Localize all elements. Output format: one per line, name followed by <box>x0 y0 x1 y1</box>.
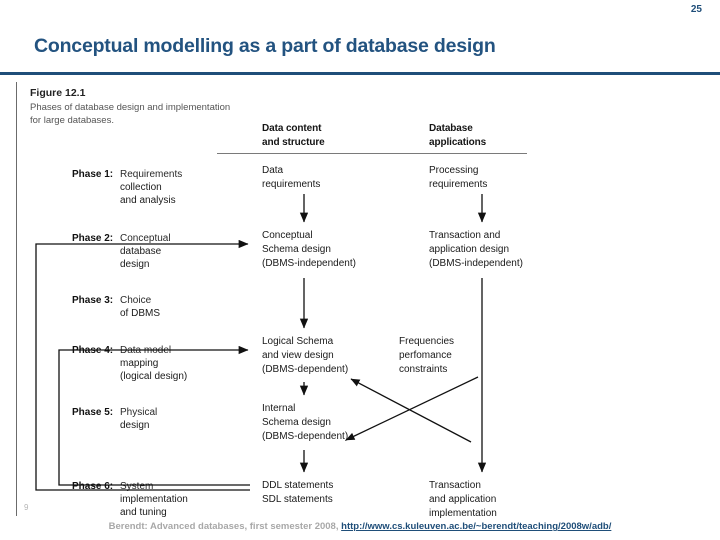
node-frequencies-performance-constraints-line-2: perfomance <box>399 350 452 362</box>
node-frequencies-performance-constraints-line-3: constraints <box>399 364 448 376</box>
phase-item-4: Phase 4: Data model mapping (logical desi… <box>72 344 232 385</box>
phase-5-line-2: design <box>120 420 150 432</box>
column-header-database-applications-line-2: applications <box>429 137 487 148</box>
phase-item-3: Phase 3: Choice of DBMS <box>72 294 232 321</box>
node-conceptual-schema-design-line-1: Conceptual <box>262 230 313 241</box>
node-internal-schema-design: Internal Schema design (DBMS-dependent) <box>262 402 348 445</box>
node-internal-schema-design-line-2: Schema design <box>262 417 331 429</box>
phase-6-label: Phase 6: <box>72 481 114 492</box>
arrow-frequencies-to-logical <box>350 378 472 443</box>
footer-link[interactable]: http://www.cs.kuleuven.ac.be/~berendt/te… <box>341 521 612 532</box>
node-data-requirements-line-2: requirements <box>262 179 321 191</box>
node-transaction-application-implementation: Transaction and application implementati… <box>429 479 497 522</box>
phase-2-line-2: database <box>120 246 162 258</box>
phase-3-line-1: Choice <box>120 295 152 306</box>
column-header-database-applications: Database applications <box>429 122 486 150</box>
phase-4-line-2: mapping <box>120 358 159 370</box>
footer-text: Berendt: Advanced databases, first semes… <box>108 521 339 532</box>
column-header-data-content-line-1: Data content <box>262 123 322 134</box>
node-conceptual-schema-design-line-2: Schema design <box>262 244 331 256</box>
phase-item-1: Phase 1: Requirements collection and anal… <box>72 168 232 209</box>
phase-2-label: Phase 2: <box>72 233 114 244</box>
node-logical-schema-view-design-line-3: (DBMS-dependent) <box>262 364 349 376</box>
phase-4-line-1: Data model <box>120 345 172 356</box>
phase-5-label: Phase 5: <box>72 407 114 418</box>
node-logical-schema-view-design-line-1: Logical Schema <box>262 336 334 347</box>
node-transaction-application-implementation-line-3: implementation <box>429 508 497 520</box>
node-transaction-application-design: Transaction and application design (DBMS… <box>429 229 523 272</box>
node-frequencies-performance-constraints: Frequencies perfomance constraints <box>399 335 454 378</box>
node-internal-schema-design-line-3: (DBMS-dependent) <box>262 431 349 443</box>
node-ddl-sdl-statements: DDL statements SDL statements <box>262 479 333 507</box>
phase-6-line-3: and tuning <box>120 507 167 519</box>
figure-label: Figure 12.1 <box>30 87 86 99</box>
phase-4-label: Phase 4: <box>72 345 114 356</box>
node-ddl-sdl-statements-line-1: DDL statements <box>262 480 334 491</box>
phase-1-line-1: Requirements <box>120 169 183 180</box>
phase-6-line-2: implementation <box>120 494 188 506</box>
figure-container: Figure 12.1 Phases of database design an… <box>16 82 706 519</box>
title-divider <box>0 72 720 75</box>
node-transaction-application-implementation-line-1: Transaction <box>429 480 481 491</box>
node-frequencies-performance-constraints-line-1: Frequencies <box>399 336 455 347</box>
column-header-data-content: Data content and structure <box>262 122 325 150</box>
node-transaction-application-design-line-3: (DBMS-independent) <box>429 258 523 270</box>
arrow-frequencies-to-internal <box>345 376 479 441</box>
phase-4-line-3: (logical design) <box>120 371 188 383</box>
figure-caption: Figure 12.1 Phases of database design an… <box>30 86 240 127</box>
node-data-requirements-line-1: Data <box>262 165 284 176</box>
footer: Berendt: Advanced databases, first semes… <box>0 521 720 532</box>
column-header-divider <box>217 153 527 154</box>
phase-1-line-2: collection <box>120 182 162 194</box>
node-processing-requirements-line-2: requirements <box>429 179 488 191</box>
phase-item-2: Phase 2: Conceptual database design <box>72 232 232 273</box>
figure-left-border <box>16 82 17 516</box>
node-transaction-application-design-line-2: application design <box>429 244 510 256</box>
figure-corner-mark: 9 <box>24 503 29 512</box>
phase-1-label: Phase 1: <box>72 169 114 180</box>
node-internal-schema-design-line-1: Internal <box>262 403 296 414</box>
phase-2-line-3: design <box>120 259 150 271</box>
phase-1-line-3: and analysis <box>120 195 176 207</box>
node-processing-requirements: Processing requirements <box>429 164 487 192</box>
column-header-database-applications-line-1: Database <box>429 123 473 134</box>
node-data-requirements: Data requirements <box>262 164 320 192</box>
phase-item-6: Phase 6: System implementation and tuning <box>72 480 232 521</box>
phase-3-line-2: of DBMS <box>120 308 161 320</box>
node-transaction-application-implementation-line-2: and application <box>429 494 497 506</box>
node-conceptual-schema-design: Conceptual Schema design (DBMS-independe… <box>262 229 356 272</box>
slide-number: 25 <box>690 4 702 15</box>
figure-description-line-1: Phases of database design and implementa… <box>30 102 231 127</box>
node-ddl-sdl-statements-line-2: SDL statements <box>262 494 333 506</box>
node-conceptual-schema-design-line-3: (DBMS-independent) <box>262 258 356 270</box>
phase-item-5: Phase 5: Physical design <box>72 406 232 433</box>
figure-description: Phases of database design and implementa… <box>30 101 240 127</box>
node-processing-requirements-line-1: Processing <box>429 165 479 176</box>
node-logical-schema-view-design: Logical Schema and view design (DBMS-dep… <box>262 335 348 378</box>
phase-5-line-1: Physical <box>120 407 158 418</box>
node-logical-schema-view-design-line-2: and view design <box>262 350 334 362</box>
column-header-data-content-line-2: and structure <box>262 137 325 148</box>
node-transaction-application-design-line-1: Transaction and <box>429 230 501 241</box>
phase-6-line-1: System <box>120 481 154 492</box>
phase-3-label: Phase 3: <box>72 295 114 306</box>
phase-2-line-1: Conceptual <box>120 233 171 244</box>
page-title: Conceptual modelling as a part of databa… <box>34 35 496 57</box>
